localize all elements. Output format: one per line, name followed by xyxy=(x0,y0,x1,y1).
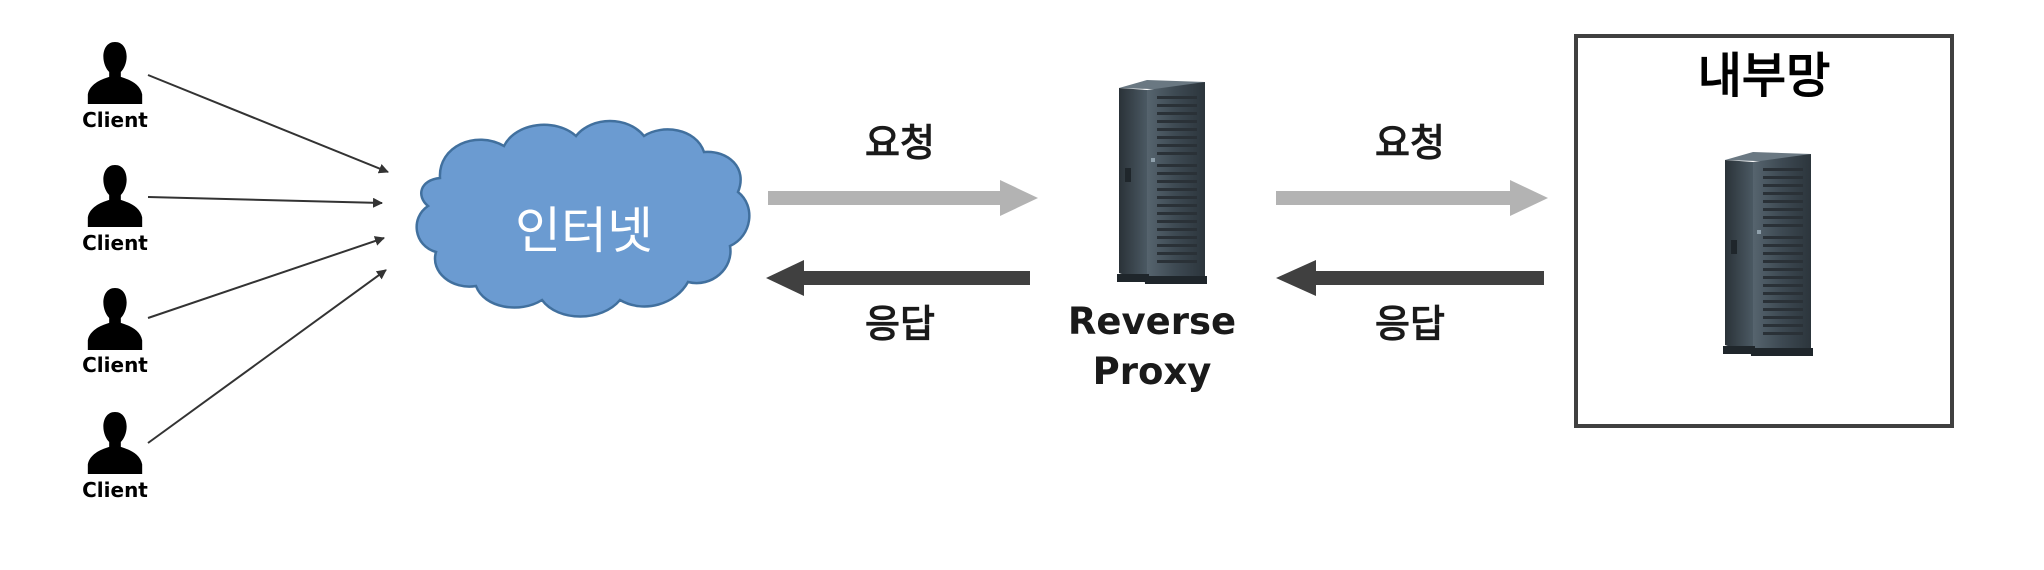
arrow-shaft xyxy=(1276,191,1514,205)
proxy-label-line2: Proxy xyxy=(1093,350,1212,393)
person-icon xyxy=(87,41,143,105)
tower-server-icon xyxy=(1723,152,1813,356)
tower-server-icon xyxy=(1117,80,1207,284)
internal-network-border xyxy=(1574,34,1954,428)
right-response-arrow xyxy=(1276,260,1544,296)
client-label: Client xyxy=(82,353,148,377)
client-label: Client xyxy=(82,231,148,255)
client-1: Client xyxy=(82,41,148,132)
cloud-icon xyxy=(415,119,751,318)
client-connector xyxy=(147,269,387,444)
proxy-label-line1: Reverse xyxy=(1068,300,1236,343)
right-response-label: 응답 xyxy=(1375,302,1445,346)
internal-network-box: 내부망 xyxy=(1574,34,1954,428)
client-connector xyxy=(147,236,385,319)
arrow-shaft xyxy=(768,191,1004,205)
person-icon xyxy=(87,411,143,475)
client-2: Client xyxy=(82,164,148,255)
left-response-label: 응답 xyxy=(865,302,935,346)
arrow-head xyxy=(1276,260,1316,296)
internet-cloud: 인터넷 xyxy=(415,119,751,318)
right-request-arrow xyxy=(1276,180,1548,216)
left-response-arrow xyxy=(766,260,1030,296)
arrow-head xyxy=(766,260,804,296)
arrow-head xyxy=(1510,180,1548,216)
client-connector xyxy=(147,196,383,208)
internet-label: 인터넷 xyxy=(515,202,653,260)
arrow-shaft xyxy=(1312,271,1544,285)
left-request-arrow xyxy=(768,180,1038,216)
client-3: Client xyxy=(82,287,148,377)
internal-network-title: 내부망 xyxy=(1698,48,1830,104)
right-request-label: 요청 xyxy=(1375,121,1445,165)
client-connector xyxy=(147,74,389,174)
client-4: Client xyxy=(82,411,148,502)
arrow-head xyxy=(1000,180,1038,216)
left-request-label: 요청 xyxy=(865,121,935,165)
client-connectors xyxy=(147,74,389,444)
reverse-proxy: Reverse Proxy xyxy=(1068,80,1236,393)
person-icon xyxy=(87,287,143,351)
arrow-shaft xyxy=(800,271,1030,285)
client-label: Client xyxy=(82,108,148,132)
client-label: Client xyxy=(82,478,148,502)
person-icon xyxy=(87,164,143,228)
